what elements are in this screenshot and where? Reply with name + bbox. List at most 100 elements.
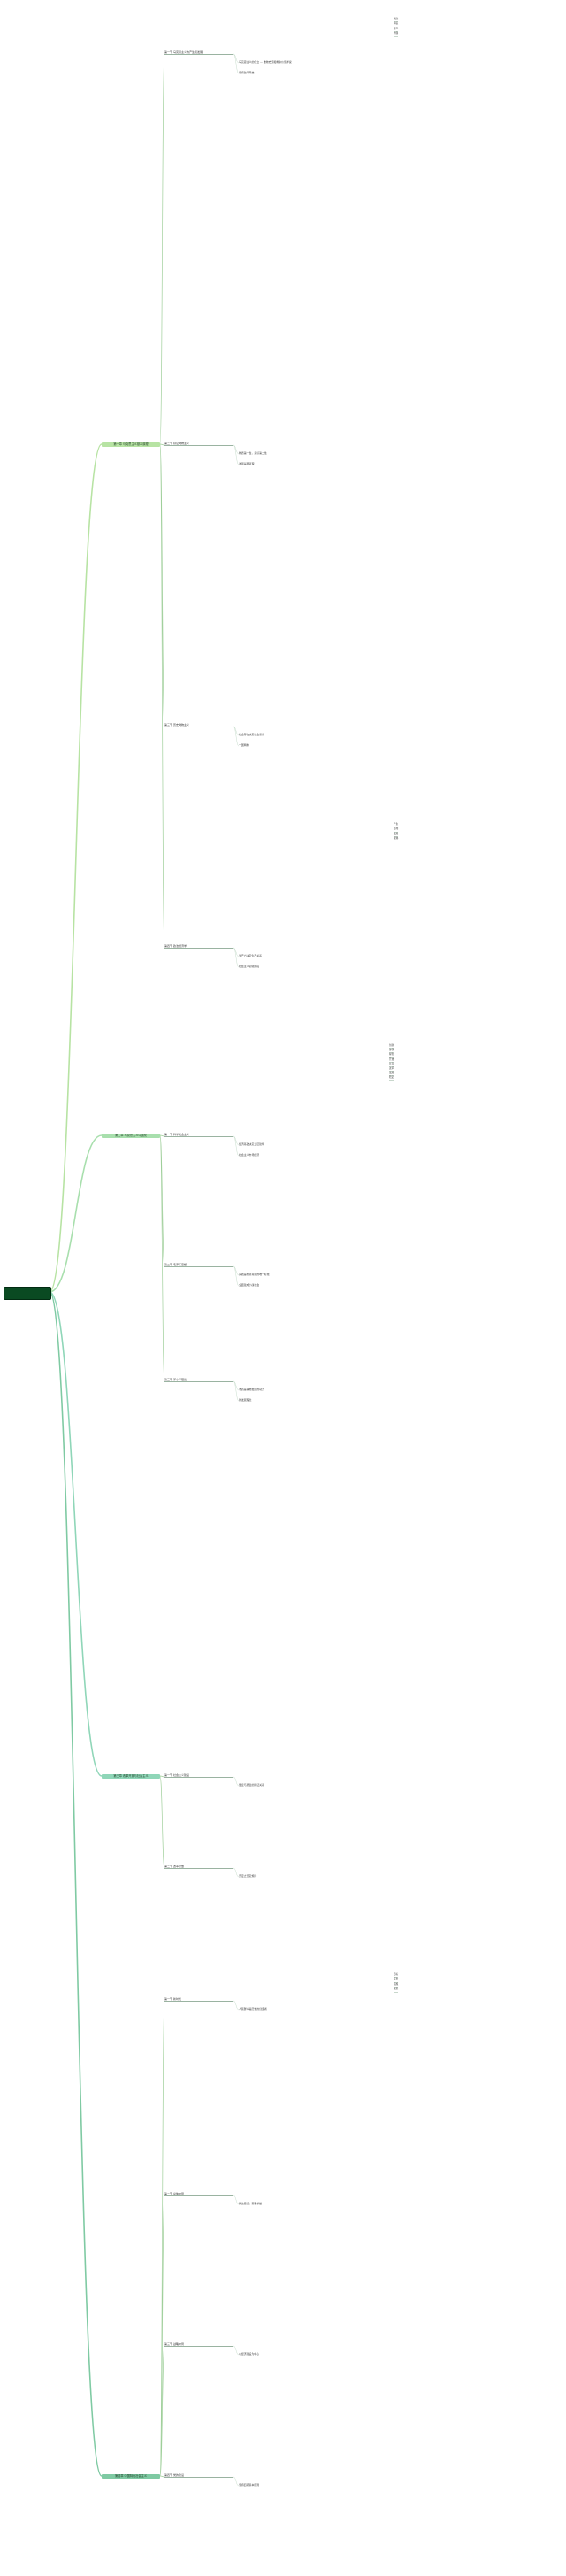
detail-list-item[interactable]: 产生 [394, 823, 399, 828]
section-node[interactable]: 第一节 新时代 [164, 1997, 233, 2002]
tip-node[interactable]: 矛盾是事物发展的动力 [239, 1388, 264, 1391]
section-to-tip-link [233, 1776, 240, 1787]
section-to-tip-link [233, 2476, 240, 2487]
section-label: 第二节 毛泽东思想 [164, 1263, 233, 1267]
detail-list-item[interactable]: 形成 [394, 827, 399, 833]
section-to-tip-link [233, 53, 240, 74]
section-label: 第二节 改革开放 [164, 1865, 233, 1869]
chapter-node[interactable]: 第四章 中国特色社会主义 [102, 2473, 160, 2479]
section-node[interactable]: 第一节 社会主义建设 [164, 1773, 233, 1778]
section-to-tip-link [233, 444, 240, 465]
section-to-tip-link [233, 1380, 240, 1402]
tip-node[interactable]: 发展是硬道理 [239, 462, 255, 465]
chapter-to-section-link [159, 53, 165, 445]
detail-list-item[interactable]: 意义 [394, 27, 399, 33]
root-to-chapter-link [49, 1134, 103, 1293]
section-to-tip-link [233, 2345, 240, 2356]
section-node[interactable]: 第二节 毛泽东思想 [164, 1263, 233, 1267]
tip-node[interactable]: 否定之否定规律 [239, 1874, 257, 1878]
section-node[interactable]: 第一节 马克思主义的产生和发展 [164, 50, 233, 55]
detail-list-item[interactable]: 发展 [394, 833, 399, 838]
section-label: 第一节 马克思主义的产生和发展 [164, 50, 233, 55]
tip-node[interactable]: 量变与质变的辩证关系 [239, 1783, 264, 1787]
note-list-item[interactable]: 开放 [389, 1058, 394, 1063]
section-to-tip-link [233, 1867, 240, 1878]
note-list-item[interactable]: 稳定 [389, 1076, 394, 1081]
section-to-tip-link [233, 1135, 240, 1157]
tip-node[interactable]: 坚持改革开放 [239, 71, 255, 74]
detail-list-item[interactable]: 措施 [394, 1983, 399, 1988]
root-to-chapter-link [49, 1291, 103, 1777]
tip-node[interactable]: 社会主义市场经济 [239, 1153, 260, 1157]
detail-list: 产生形成发展成熟 [394, 823, 399, 842]
chapter-to-section-link [159, 2345, 165, 2477]
note-list-item[interactable]: 协调 [389, 1049, 394, 1054]
tip-node[interactable]: 实践是检验真理的唯一标准 [239, 1273, 270, 1276]
tip-node[interactable]: 社会主义初级阶段 [239, 965, 260, 968]
chapter-to-section-link [159, 1134, 165, 1137]
note-list-item[interactable]: 绿色 [389, 1053, 394, 1058]
section-label: 第一节 新时代 [164, 1997, 233, 2002]
section-label: 第三节 历史唯物主义 [164, 723, 233, 727]
detail-list: 目标任务措施成果 [394, 1973, 399, 1993]
section-node[interactable]: 第二节 改革开放 [164, 1865, 233, 1869]
note-list-item[interactable]: 共享 [389, 1063, 394, 1068]
root-to-chapter-link [49, 443, 103, 1293]
section-node[interactable]: 第二节 辩证唯物主义 [164, 442, 233, 446]
tip-node[interactable]: 马克思主义的创立 — 唯物史观和剩余价值学说 [239, 60, 292, 64]
section-label: 第二节 辩证唯物主义 [164, 442, 233, 446]
section-to-tip-link [233, 1265, 240, 1287]
chapter-to-section-link [159, 443, 165, 446]
chapter-to-section-link [159, 2195, 165, 2477]
tip-node[interactable]: 经济基础决定上层建筑 [239, 1142, 264, 1146]
section-to-tip-link [233, 2000, 240, 2011]
detail-list-item[interactable]: 内容 [394, 32, 399, 37]
tip-node[interactable]: 全面建成小康社会 [239, 1283, 260, 1287]
chapter-to-section-link [159, 1134, 165, 1382]
tip-node[interactable]: 解放思想，实事求是 [239, 2202, 263, 2205]
chapter-to-section-link [159, 1775, 165, 1869]
root-to-chapter-link [49, 1291, 103, 2477]
section-node[interactable]: 第三节 历史唯物主义 [164, 723, 233, 727]
chapter-node[interactable]: 第一章 马克思主义基本原理 [102, 442, 160, 447]
section-to-tip-link [233, 726, 240, 747]
section-node[interactable]: 第二节 总体布局 [164, 2192, 233, 2196]
section-node[interactable]: 第三节 战略布局 [164, 2342, 233, 2347]
detail-list-item[interactable]: 目标 [394, 1973, 399, 1979]
tip-node[interactable]: 社会存在决定社会意识 [239, 733, 264, 736]
note-list-item[interactable]: 改革 [389, 1067, 394, 1073]
note-list-item[interactable]: 创新 [389, 1044, 394, 1050]
detail-list-item[interactable]: 成熟 [394, 837, 399, 842]
tip-node[interactable]: 物质第一性，意识第二性 [239, 451, 267, 455]
section-label: 第三节 战略布局 [164, 2342, 233, 2347]
section-node[interactable]: 第三节 邓小平理论 [164, 1378, 233, 1382]
chapter-to-section-link [159, 1775, 165, 1778]
section-label: 第一节 科学社会主义 [164, 1133, 233, 1137]
root-node[interactable] [4, 1287, 51, 1300]
tip-node[interactable]: 生产力决定生产关系 [239, 954, 263, 957]
section-node[interactable]: 第四节 政治经济学 [164, 944, 233, 949]
chapter-to-section-link [159, 2475, 165, 2478]
chapter-to-section-link [159, 1134, 165, 1267]
chapter-node[interactable]: 第三章 改革开放与社会主义 [102, 1773, 160, 1779]
note-list-item[interactable]: 发展 [389, 1072, 394, 1077]
chapter-node[interactable]: 第二章 马克思主义中国化 [102, 1133, 160, 1138]
detail-list-item[interactable]: 概念 [394, 18, 399, 23]
tip-node[interactable]: 坚持四项基本原则 [239, 2483, 260, 2487]
section-node[interactable]: 第一节 科学社会主义 [164, 1133, 233, 1137]
section-label: 第二节 总体布局 [164, 2192, 233, 2196]
section-node[interactable]: 第四节 党的建设 [164, 2473, 233, 2478]
section-label: 第一节 社会主义建设 [164, 1773, 233, 1778]
section-label: 第四节 党的建设 [164, 2473, 233, 2478]
detail-list-item[interactable]: 成果 [394, 1988, 399, 1993]
tip-node[interactable]: 以经济建设为中心 [239, 2352, 260, 2356]
tip-node[interactable]: 一国两制 [239, 743, 249, 747]
note-list: 创新协调绿色开放共享改革发展稳定 [389, 1044, 394, 1081]
detail-list-item[interactable]: 特征 [394, 22, 399, 27]
section-to-tip-link [233, 2195, 240, 2205]
tip-node[interactable]: 人民群众是历史的创造者 [239, 2007, 267, 2011]
tip-node[interactable]: 新发展理念 [239, 1398, 252, 1402]
detail-list-item[interactable]: 任务 [394, 1978, 399, 1983]
